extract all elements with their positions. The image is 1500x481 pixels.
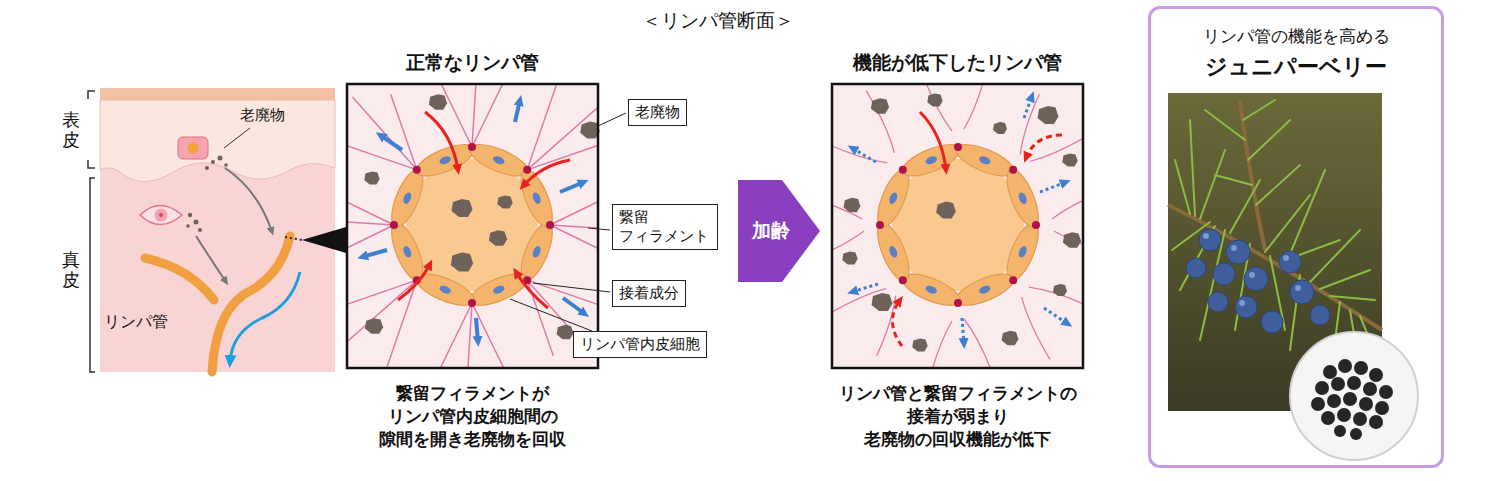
callout-text: 接着成分 xyxy=(619,284,679,303)
callout-box: 繋留 フィラメント xyxy=(612,204,718,250)
panel-heading: 正常なリンパ管 xyxy=(330,50,615,76)
arrow-label: 加齢 xyxy=(752,218,790,244)
layer-label: 真皮 xyxy=(62,250,80,290)
diagram-title: ＜リンパ管断面＞ xyxy=(518,8,918,34)
callout-text: 繋留 フィラメント xyxy=(619,208,711,246)
feature-panel: リンパ管の機能を高めるジュニパーベリー xyxy=(1148,6,1444,468)
callout-box: 老廃物 xyxy=(628,99,687,126)
callout-text: リンパ管内皮細胞 xyxy=(580,335,700,354)
callout-box: リンパ管内皮細胞 xyxy=(573,331,707,358)
callout-box: 接着成分 xyxy=(612,280,686,307)
section-panel: 機能が低下したリンパ管リンパ管と繋留フィラメントの 接着が弱まり 老廃物の回収機… xyxy=(815,44,1100,480)
part-label: リンパ管 xyxy=(104,312,168,333)
process-arrow: 加齢 xyxy=(738,180,820,282)
panel-subheading: リンパ管の機能を高める xyxy=(1151,25,1441,48)
layer-label: 表皮 xyxy=(62,110,80,150)
part-label: 老廃物 xyxy=(240,106,285,125)
panel-caption: リンパ管と繋留フィラメントの 接着が弱まり 老廃物の回収機能が低下 xyxy=(815,382,1100,451)
product-name: ジュニパーベリー xyxy=(1151,52,1441,82)
panel-heading: 機能が低下したリンパ管 xyxy=(815,50,1100,76)
panel-caption: 繋留フィラメントが リンパ管内皮細胞間の 隙間を開き老廃物を回収 xyxy=(330,382,615,451)
callout-text: 老廃物 xyxy=(635,103,680,122)
section-panel: 正常なリンパ管繋留フィラメントが リンパ管内皮細胞間の 隙間を開き老廃物を回収 xyxy=(330,44,615,480)
